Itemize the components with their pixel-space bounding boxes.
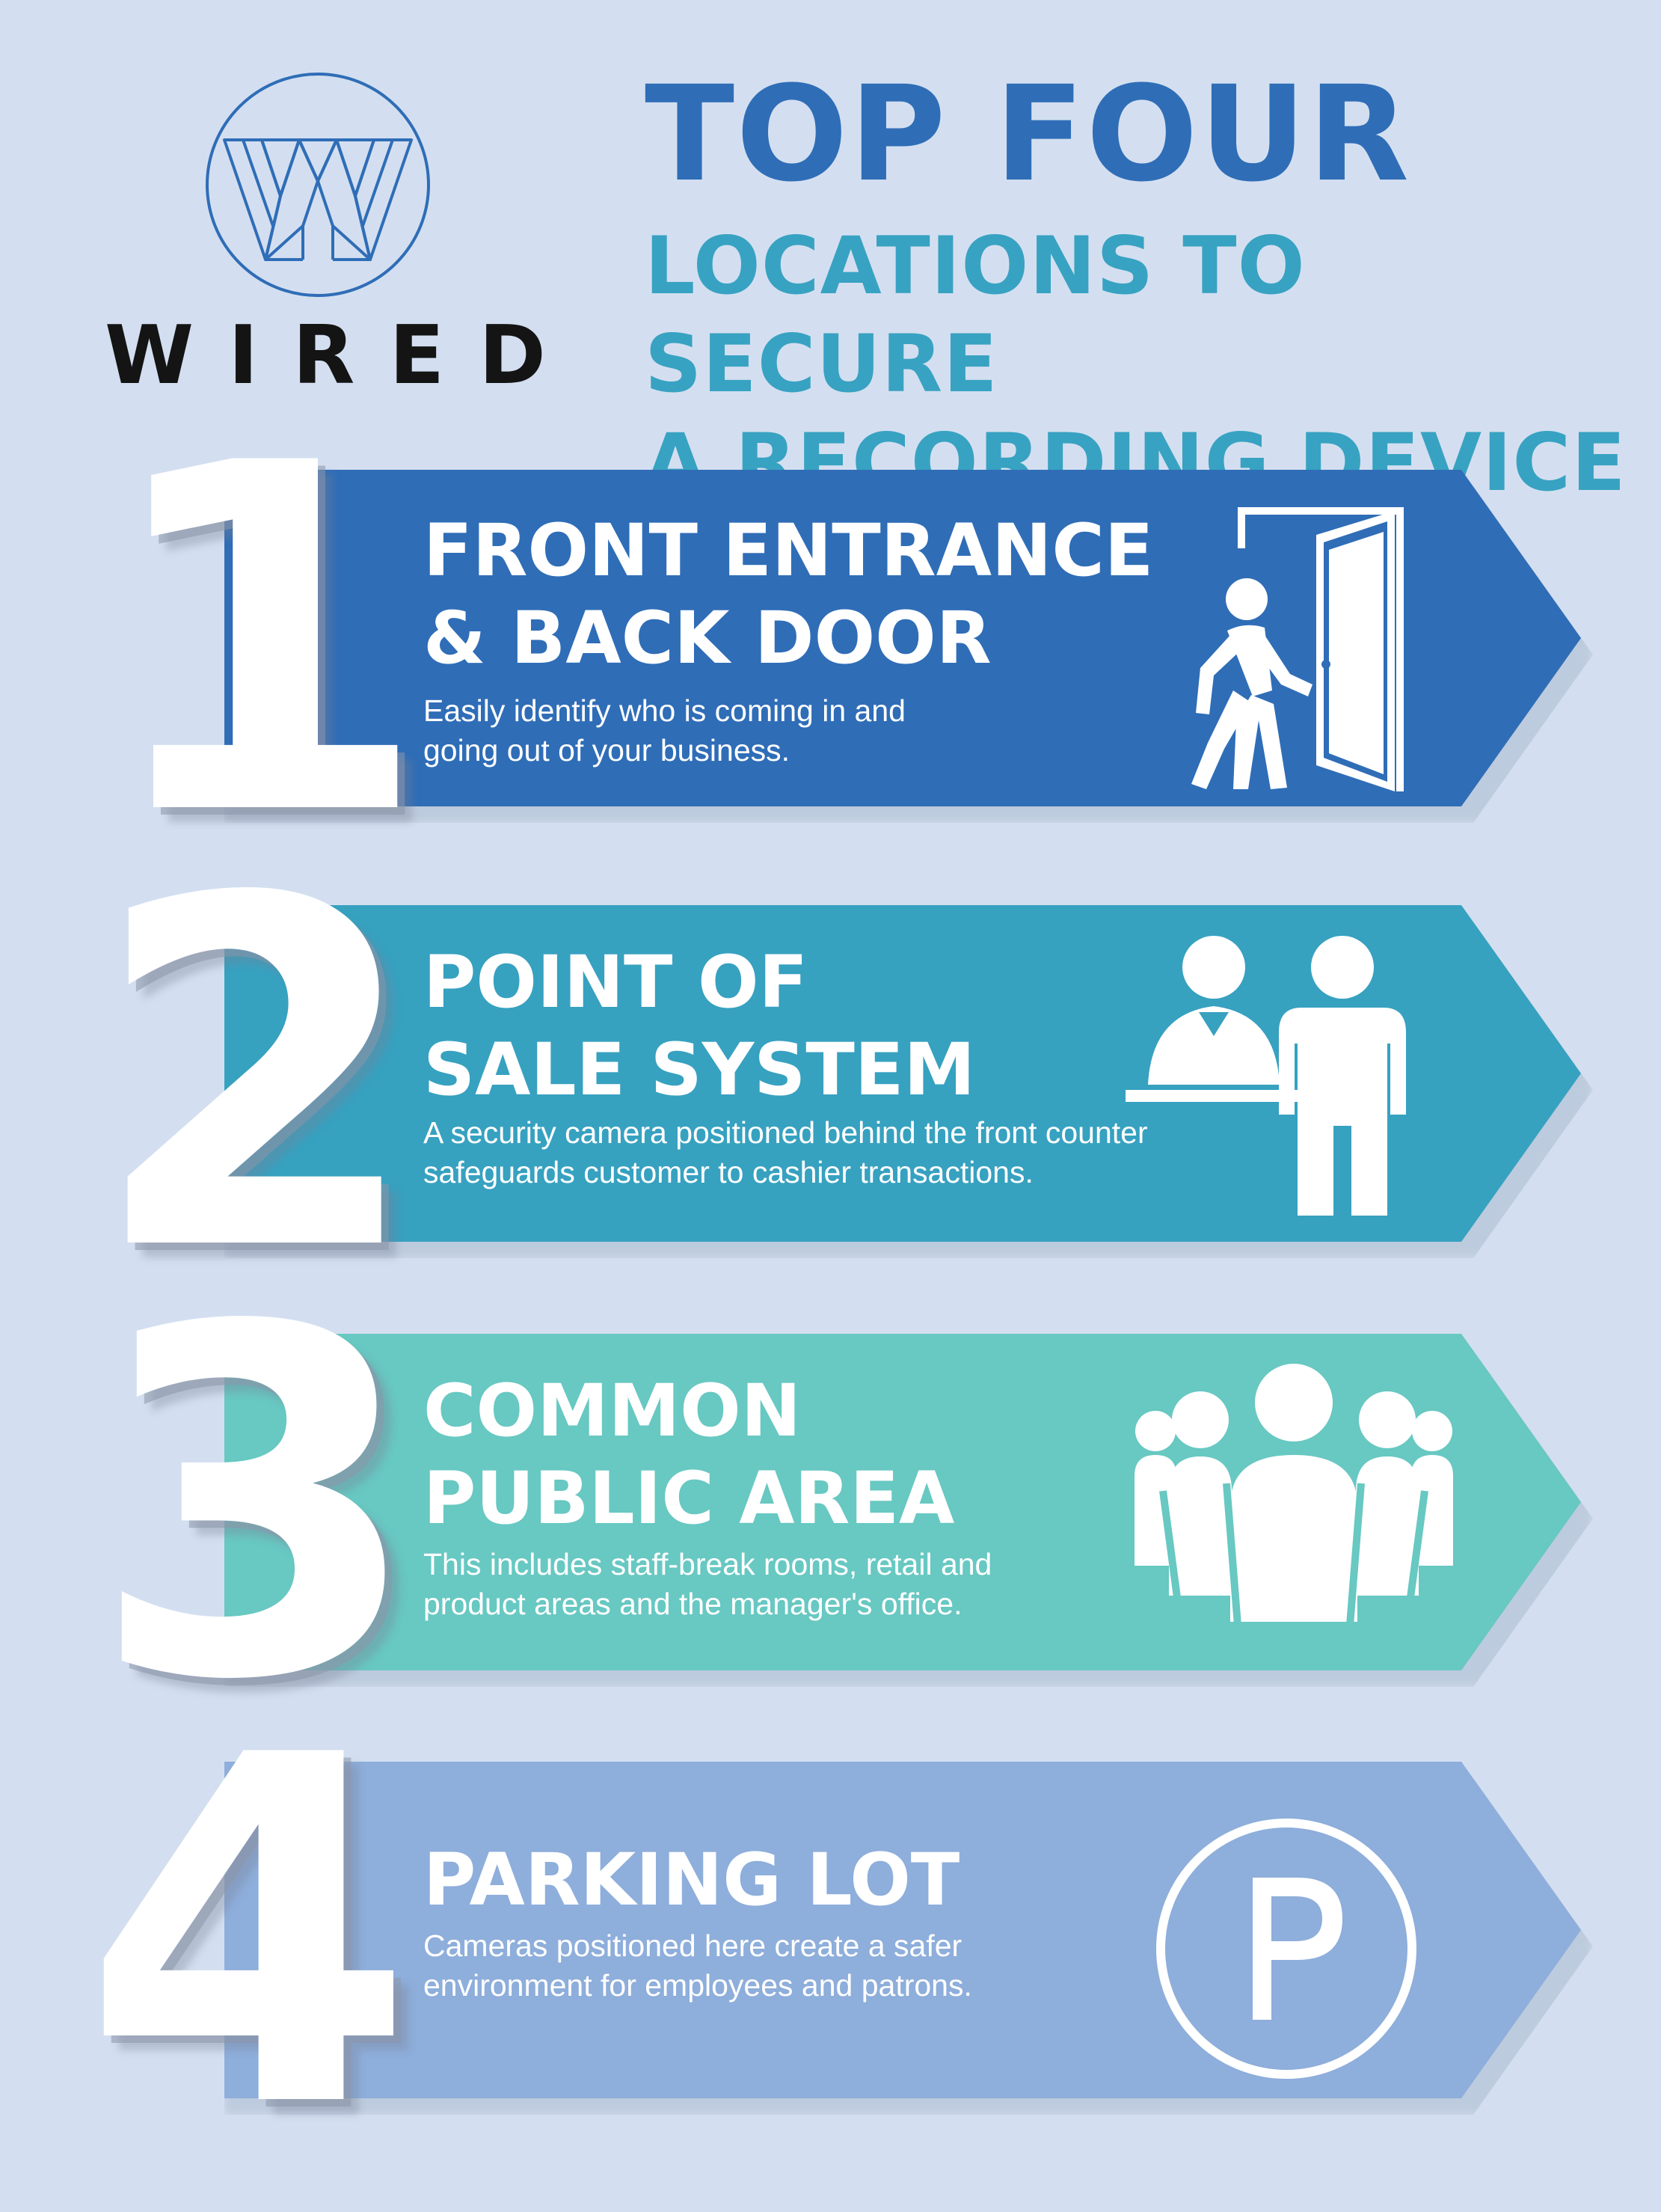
location-description-1: Easily identify who is coming in and goi… <box>423 693 906 768</box>
location-description-4: Cameras positioned here create a safer e… <box>423 1928 972 2003</box>
location-description-3: This includes staff-break rooms, retail … <box>423 1547 992 1622</box>
location-number-3: 3 <box>90 1227 423 1784</box>
location-band-4 <box>224 1762 1581 2098</box>
location-item-3: 3 COMMON PUBLIC AREA This includes staff… <box>0 1266 1661 1745</box>
location-description-2: A security camera positioned behind the … <box>423 1115 1148 1190</box>
location-number-4: 4 <box>82 1655 416 2212</box>
location-title-2: POINT OF SALE SYSTEM <box>423 940 975 1112</box>
location-title-1: FRONT ENTRANCE & BACK DOOR <box>423 509 1154 681</box>
location-title-3: COMMON PUBLIC AREA <box>423 1369 955 1541</box>
location-number-2: 2 <box>90 798 423 1355</box>
person-entering-door-icon <box>1191 507 1404 791</box>
page-header: TOP FOUR LOCATIONS TO SECURE A RECORDING… <box>645 69 1632 512</box>
wired-logo: WIRED <box>105 69 580 405</box>
location-item-2: 2 POINT OF SALE SYSTEM A security camera… <box>0 838 1661 1317</box>
location-item-4: 4 PARKING LOT Cameras positioned here cr… <box>0 1694 1661 2173</box>
subtitle-line-1: LOCATIONS TO SECURE <box>645 220 1306 411</box>
group-of-people-icon <box>1135 1364 1453 1626</box>
location-number-1: 1 <box>97 363 431 920</box>
location-item-1: 1 FRONT ENTRANCE & BACK DOOR Easily iden… <box>0 402 1661 881</box>
wired-w-emblem-icon <box>206 73 430 297</box>
page-subtitle: LOCATIONS TO SECURE A RECORDING DEVICE <box>645 217 1632 512</box>
parking-icon <box>1156 1819 1416 2079</box>
wired-wordmark: WIRED <box>105 309 580 402</box>
cashier-customer-icon <box>1126 936 1406 1216</box>
page-title: TOP FOUR <box>645 58 1411 211</box>
location-title-4: PARKING LOT <box>423 1838 960 1922</box>
